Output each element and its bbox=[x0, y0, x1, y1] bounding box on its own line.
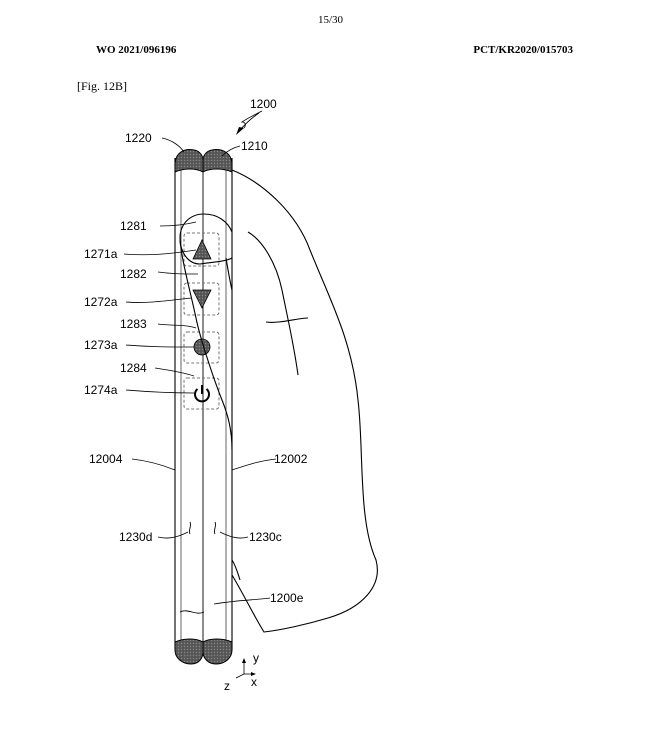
callout-1273a: 1273a bbox=[84, 338, 118, 352]
application-number: PCT/KR2020/015703 bbox=[473, 44, 573, 56]
bottom-cap-left bbox=[174, 638, 204, 665]
bottom-hinge-caps bbox=[174, 638, 233, 665]
callout-1284: 1284 bbox=[120, 361, 147, 375]
callout-1210: 1210 bbox=[241, 139, 268, 153]
top-cap-right bbox=[202, 149, 233, 173]
tilde-marks bbox=[179, 521, 217, 614]
power-icon bbox=[194, 385, 210, 403]
triangle-up-icon bbox=[192, 239, 212, 260]
leader-lines bbox=[123, 110, 277, 605]
top-cap-left bbox=[174, 149, 204, 173]
thumb-outline bbox=[179, 213, 233, 451]
axis-label-y: y bbox=[253, 651, 259, 665]
triangle-down-icon bbox=[192, 289, 212, 309]
button-1271a bbox=[183, 232, 220, 267]
axis-label-z: z bbox=[224, 679, 230, 693]
callout-1200e: 1200e bbox=[270, 591, 304, 605]
callout-1282: 1282 bbox=[120, 267, 147, 281]
page-number: 15/30 bbox=[317, 14, 344, 26]
figure-label: [Fig. 12B] bbox=[77, 79, 128, 93]
callout-1271a: 1271a bbox=[84, 247, 118, 261]
publication-number: WO 2021/096196 bbox=[96, 44, 177, 56]
callout-1272a: 1272a bbox=[84, 295, 118, 309]
top-hinge-caps bbox=[174, 149, 233, 173]
bottom-cap-right bbox=[202, 638, 233, 665]
callout-1200: 1200 bbox=[250, 97, 277, 111]
callout-1220: 1220 bbox=[125, 131, 152, 145]
callout-1230c: 1230c bbox=[249, 530, 282, 544]
callout-12002: 12002 bbox=[274, 452, 308, 466]
arrow-1200 bbox=[236, 112, 260, 135]
callout-1283: 1283 bbox=[120, 317, 147, 331]
axis-label-x: x bbox=[251, 675, 257, 689]
button-1273a bbox=[183, 331, 220, 364]
callout-1274a: 1274a bbox=[84, 383, 118, 397]
side-buttons bbox=[183, 232, 220, 410]
callout-1230d: 1230d bbox=[119, 530, 152, 544]
hand-outline bbox=[231, 169, 378, 633]
coordinate-axes bbox=[235, 658, 256, 679]
callout-12004: 12004 bbox=[89, 452, 123, 466]
callout-1281: 1281 bbox=[120, 219, 147, 233]
